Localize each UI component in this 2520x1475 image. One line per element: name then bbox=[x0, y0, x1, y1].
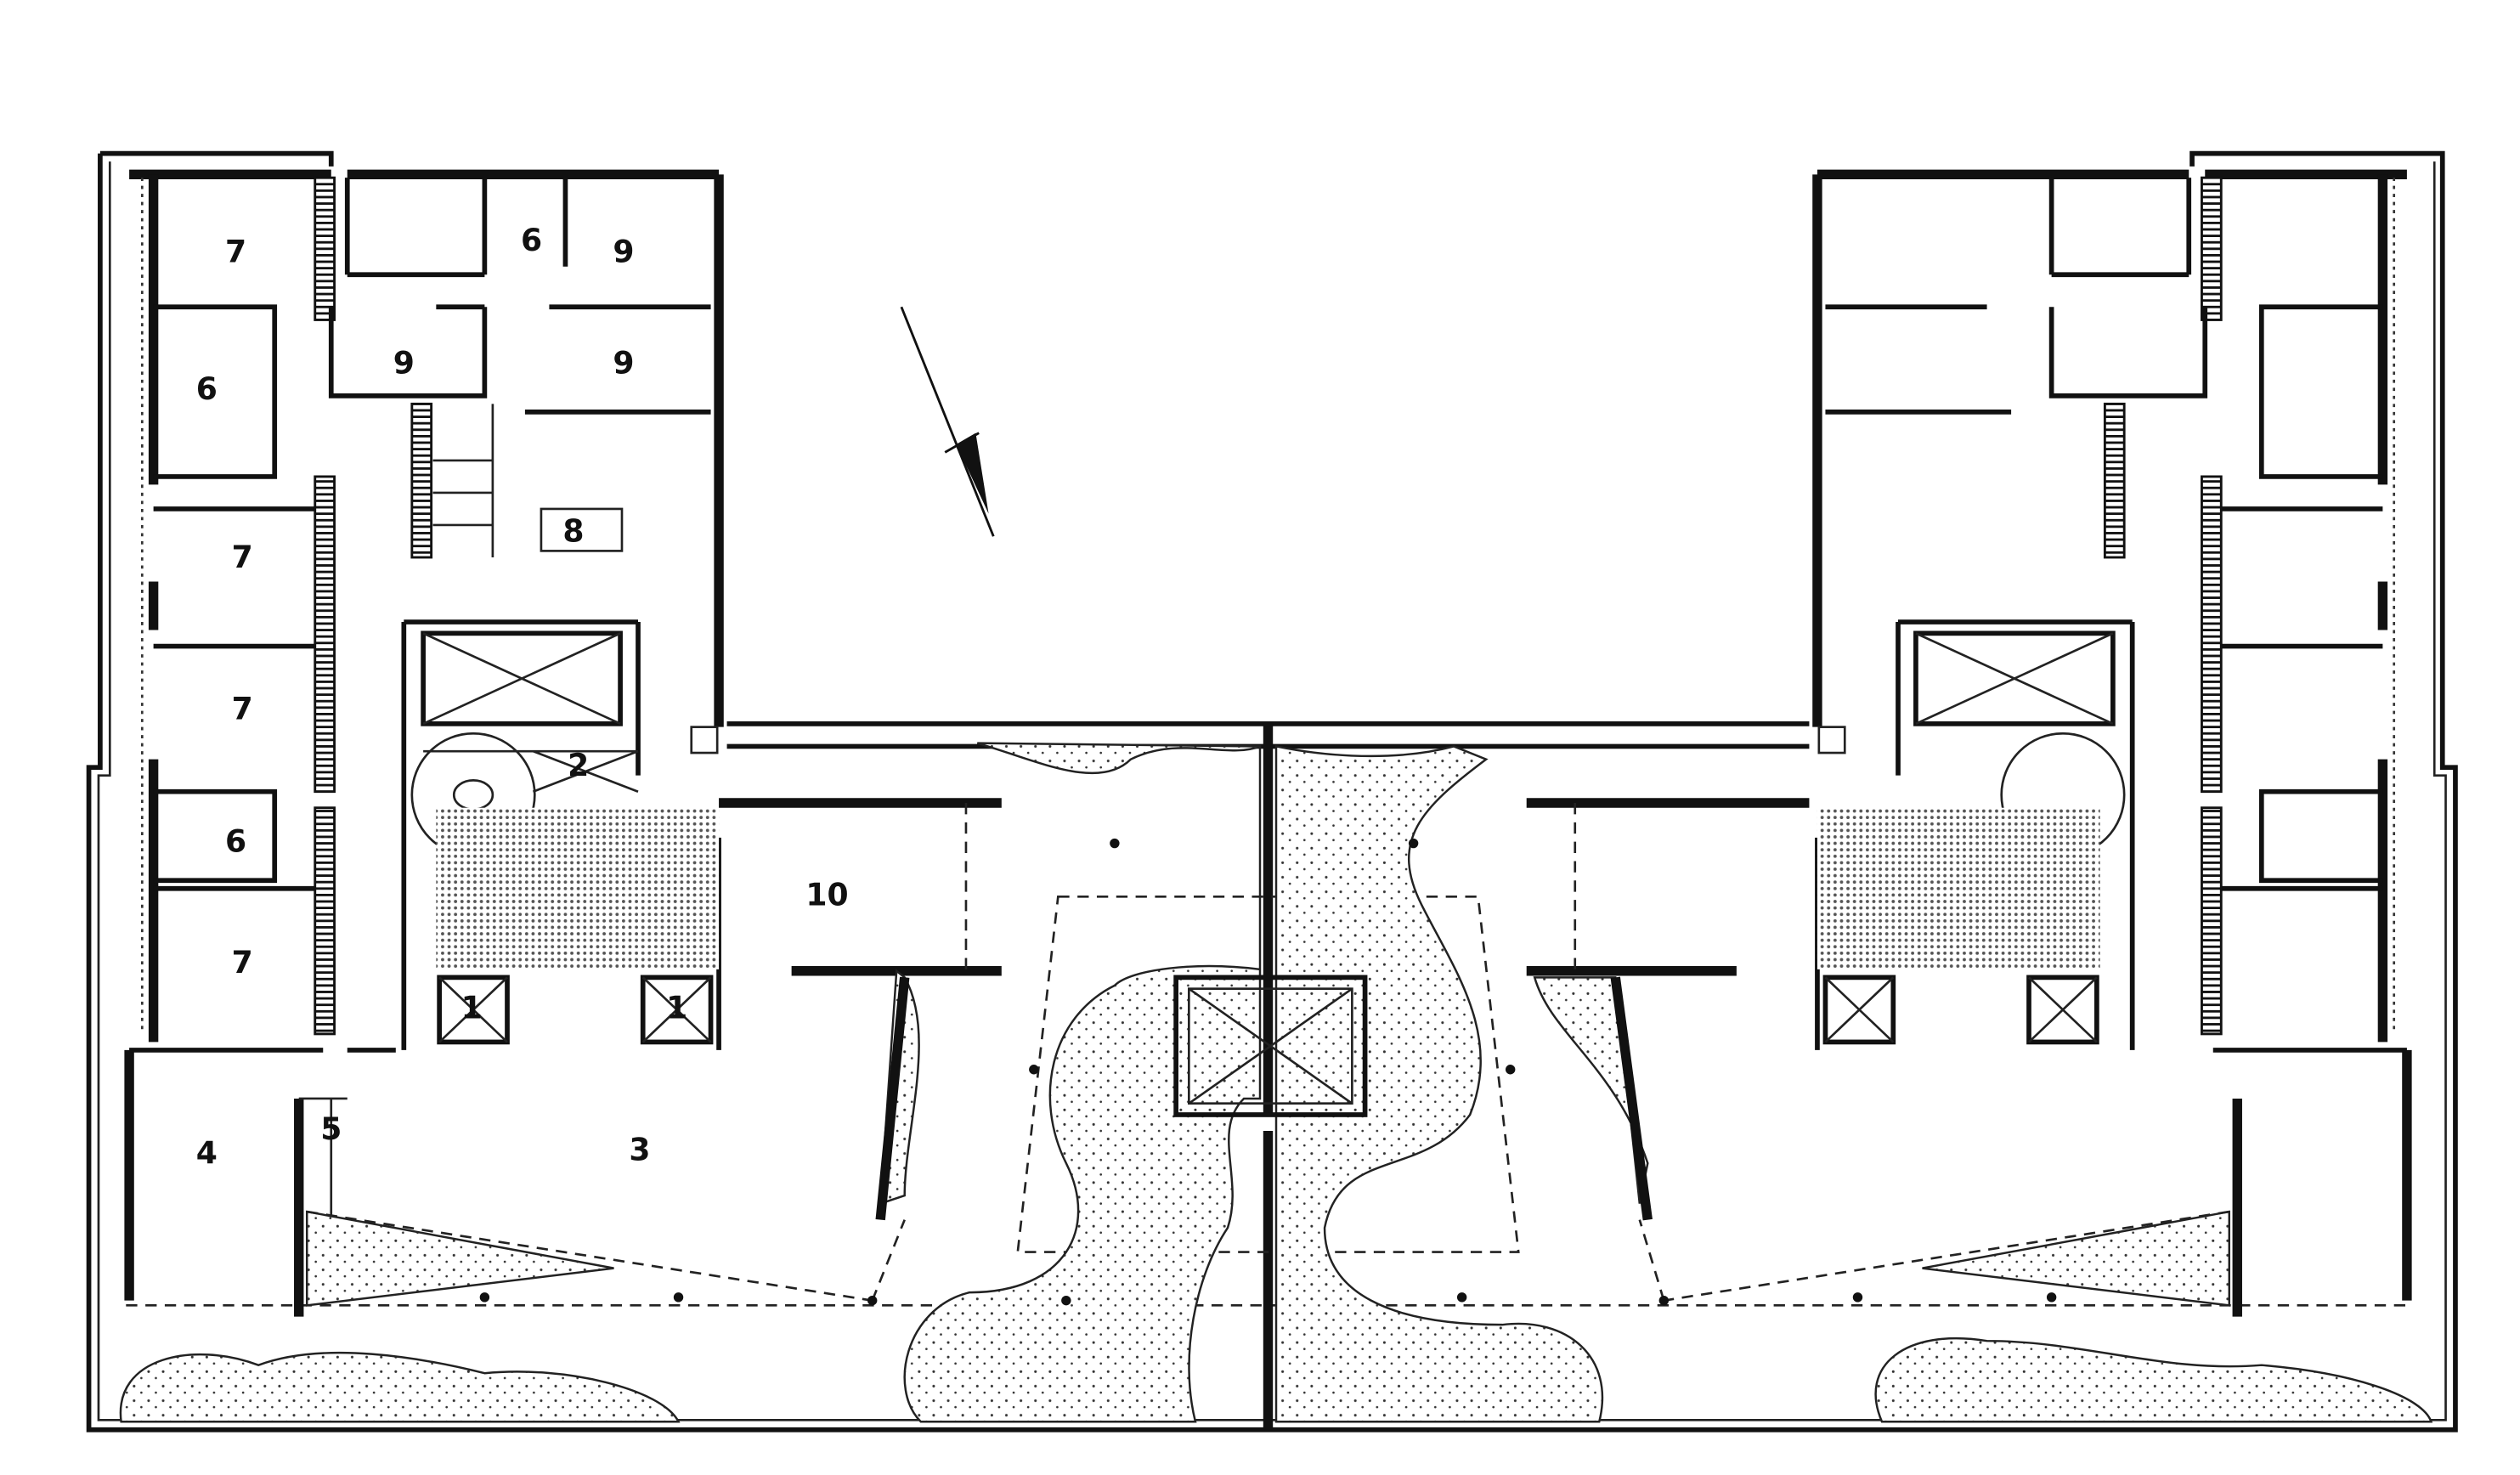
central-garden bbox=[119, 721, 2433, 1430]
room-label-6: 6 bbox=[225, 823, 246, 860]
room-label-9: 9 bbox=[393, 345, 415, 381]
right-wing bbox=[1664, 169, 2412, 1317]
room-label-7: 7 bbox=[225, 234, 246, 270]
room-label-7: 7 bbox=[232, 691, 253, 727]
room-label-4: 4 bbox=[196, 1135, 218, 1172]
room-label-7: 7 bbox=[232, 539, 253, 575]
room-label-1: 1 bbox=[666, 989, 687, 1026]
north-arrow-icon bbox=[900, 306, 995, 537]
room-label-9: 9 bbox=[613, 345, 634, 381]
room-label-1: 1 bbox=[461, 989, 483, 1026]
room-labels: 7 6 6 9 9 9 7 8 7 2 6 10 7 1 1 4 5 3 bbox=[196, 222, 849, 1171]
room-label-9: 9 bbox=[613, 234, 634, 270]
room-label-8: 8 bbox=[562, 512, 584, 549]
left-wing bbox=[124, 169, 873, 1317]
room-label-3: 3 bbox=[629, 1132, 650, 1168]
room-label-2: 2 bbox=[568, 747, 589, 783]
room-label-10: 10 bbox=[805, 876, 848, 913]
room-label-6: 6 bbox=[196, 370, 218, 407]
room-label-6: 6 bbox=[521, 222, 542, 258]
room-label-7: 7 bbox=[232, 944, 253, 981]
room-label-5: 5 bbox=[320, 1110, 342, 1147]
